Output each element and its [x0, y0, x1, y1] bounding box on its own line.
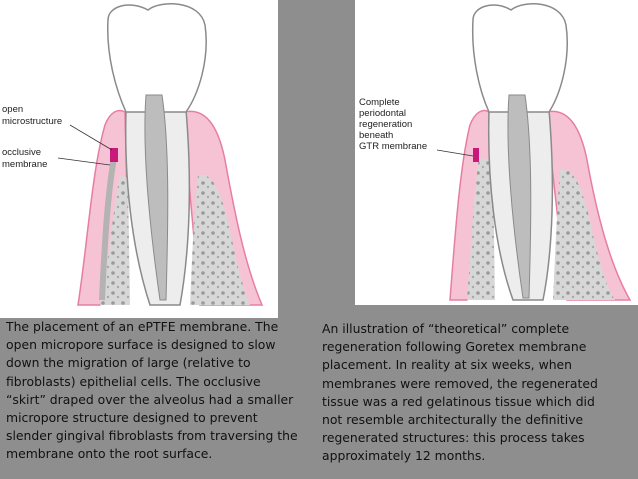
alveolar-bone-right: [553, 169, 615, 300]
regenerated-bone-left: [467, 158, 495, 300]
occlusive-membrane: [99, 151, 118, 301]
leader-line-complete-regeneration: [436, 149, 474, 157]
gtr-membrane: [473, 148, 479, 162]
leader-line-occlusive-membrane: [57, 157, 111, 166]
label-complete-regeneration: Complete periodontal regeneration beneat…: [359, 97, 427, 152]
label-open-microstructure: open microstructure: [2, 104, 62, 127]
pulp-canal: [144, 94, 169, 301]
tooth-crown: [106, 3, 207, 113]
pulp-canal: [507, 94, 532, 299]
alveolar-bone-right: [190, 174, 250, 305]
left-diagram-panel: open microstructure occlusive membrane: [0, 0, 278, 318]
leader-line-open-microstructure: [69, 124, 113, 151]
tooth-crown: [471, 3, 568, 113]
membrane-microstructure: [110, 148, 118, 162]
right-tooth-diagram: Complete periodontal regeneration beneat…: [359, 3, 632, 301]
left-caption: The placement of an ePTFE membrane. The …: [6, 319, 298, 462]
label-occlusive-membrane: occlusive membrane: [2, 147, 47, 170]
right-caption: An illustration of “theoretical” complet…: [322, 321, 598, 464]
alveolar-bone-left: [100, 175, 130, 305]
left-tooth-diagram: open microstructure occlusive membrane: [2, 3, 264, 306]
right-diagram-panel: Complete periodontal regeneration beneat…: [355, 0, 638, 305]
